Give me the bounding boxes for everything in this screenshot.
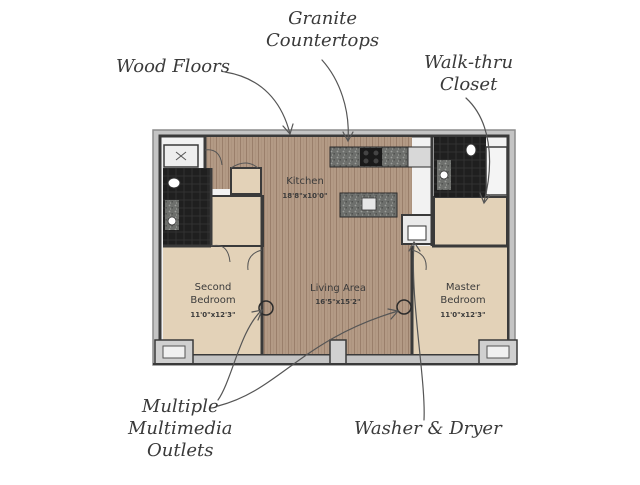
master-bedroom-floor bbox=[412, 246, 507, 354]
arrow-walkthru-head bbox=[479, 192, 491, 205]
right-toilet bbox=[465, 143, 477, 157]
arrow-granite-head bbox=[342, 131, 354, 143]
callout-wood-floors: Wood Floors bbox=[116, 56, 230, 78]
arrow-granite bbox=[321, 59, 349, 141]
kitchen-dims: 18'8"x10'0" bbox=[282, 192, 327, 200]
right-bathtub bbox=[485, 146, 508, 196]
interior-walls bbox=[163, 137, 507, 354]
walk-thru-closet bbox=[433, 196, 508, 247]
second-bedroom-dims: 11'0"x12'3" bbox=[190, 311, 235, 319]
wood-floor-area bbox=[262, 137, 412, 354]
multimedia-outlet-bedroom bbox=[258, 300, 274, 316]
callout-outlets-line2: Multimedia bbox=[128, 418, 233, 439]
arrow-outlets-2 bbox=[217, 310, 399, 407]
left-shower-drain-2 bbox=[175, 151, 187, 161]
left-sink bbox=[167, 216, 177, 226]
multimedia-outlet-living bbox=[396, 299, 412, 315]
living-area-label: Living Area bbox=[310, 283, 366, 294]
living-area-dims: 16'5"x15'2" bbox=[315, 298, 360, 306]
range-burner-2 bbox=[373, 150, 379, 156]
callout-walkthru-line1: Walk-thru bbox=[424, 52, 514, 73]
arrow-outlets-2-head bbox=[387, 308, 400, 320]
arrow-outlets-1-head bbox=[251, 309, 263, 321]
left-toilet bbox=[167, 177, 181, 189]
kitchen-fridge bbox=[407, 146, 433, 168]
center-column bbox=[329, 339, 347, 365]
range-burner-1 bbox=[363, 150, 369, 156]
callout-walkthru-line2: Closet bbox=[439, 74, 498, 95]
callout-granite-countertops: Granite Countertops bbox=[266, 8, 379, 52]
second-bedroom-closet bbox=[210, 195, 264, 247]
callout-granite-line1: Granite bbox=[288, 8, 358, 29]
callout-washer-dryer: Washer & Dryer bbox=[354, 418, 502, 440]
washer-dryer-unit bbox=[407, 225, 427, 241]
arrow-washer-dryer bbox=[412, 242, 425, 421]
island-sink bbox=[361, 197, 377, 211]
arrow-outlets-1 bbox=[217, 309, 263, 401]
second-bedroom-label-line1: Second bbox=[195, 282, 232, 293]
master-bedroom-dims: 11'0"x12'3" bbox=[440, 311, 485, 319]
arrow-walkthru bbox=[465, 97, 491, 203]
callout-multimedia-outlets: Multiple Multimedia Outlets bbox=[128, 396, 233, 462]
arrow-washer-dryer-head bbox=[408, 240, 421, 252]
master-bedroom-label-line1: Master bbox=[446, 282, 481, 293]
left-window-inner bbox=[162, 345, 186, 359]
arrow-wood-floors-head bbox=[282, 123, 294, 136]
door-swings bbox=[204, 149, 427, 271]
callout-washer-dryer-text: Washer & Dryer bbox=[354, 418, 502, 439]
second-bedroom-label-line2: Bedroom bbox=[190, 295, 235, 306]
callout-outlets-line3: Outlets bbox=[147, 440, 214, 461]
callout-wood-floors-text: Wood Floors bbox=[116, 56, 230, 77]
arrow-wood-floors bbox=[224, 71, 291, 135]
callout-outlets-line1: Multiple bbox=[141, 396, 219, 417]
right-sink bbox=[439, 170, 449, 180]
left-vanity bbox=[165, 200, 179, 230]
range-burner-4 bbox=[373, 158, 379, 164]
kitchen-label: Kitchen bbox=[286, 176, 324, 187]
range-burner-3 bbox=[363, 158, 369, 164]
linen-closet bbox=[230, 167, 262, 195]
callout-walk-thru-closet: Walk-thru Closet bbox=[424, 52, 513, 96]
callout-arrows bbox=[217, 59, 491, 421]
master-bedroom-label-line2: Bedroom bbox=[440, 295, 485, 306]
second-bedroom-floor bbox=[163, 246, 262, 354]
right-window-inner bbox=[486, 345, 510, 359]
callout-granite-line2: Countertops bbox=[266, 30, 380, 51]
kitchen-range bbox=[360, 148, 382, 166]
